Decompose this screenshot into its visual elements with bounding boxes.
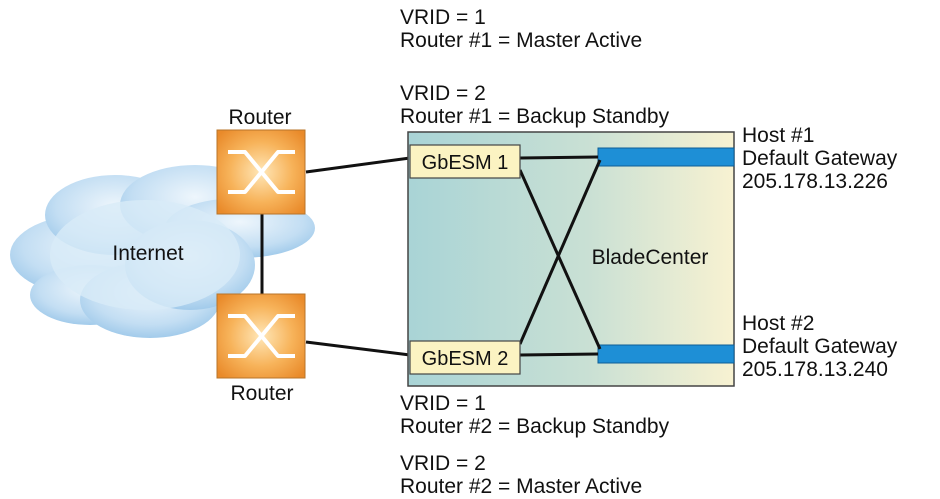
host2-gateway-label: Default Gateway — [742, 335, 898, 358]
gbesm-2: GbESM 2 — [409, 340, 521, 375]
router-2: Router — [216, 293, 306, 405]
router-cross-icon — [228, 150, 295, 194]
gbesm1-label: GbESM 1 — [422, 152, 509, 174]
host1-label: Host #1 Default Gateway 205.178.13.226 — [742, 124, 897, 193]
router-bottom-label: Router — [230, 382, 293, 405]
host2-bar — [597, 344, 735, 364]
host1-name: Host #1 — [742, 124, 815, 147]
router1-vrid1-note: VRID = 1 Router #1 = Master Active — [400, 6, 642, 52]
router2-gbesm2-link — [305, 340, 411, 357]
router1-vrid1-line1: VRID = 1 — [400, 6, 486, 29]
router1-vrid2-note: VRID = 2 Router #1 = Backup Standby — [400, 82, 669, 128]
host2-ip: 205.178.13.240 — [742, 358, 888, 381]
gbesm1-host1-link — [519, 155, 599, 160]
router2-vrid2-line1: VRID = 2 — [400, 452, 486, 475]
router2-vrid1-line2: Router #2 = Backup Standby — [400, 415, 670, 438]
internet-cloud: Internet — [10, 165, 315, 338]
router2-vrid2-line2: Router #2 = Master Active — [400, 475, 643, 498]
gbesm2-label: GbESM 2 — [422, 348, 509, 370]
router1-vrid2-line2: Router #1 = Backup Standby — [400, 105, 670, 128]
gbesm2-host1-link — [518, 159, 602, 345]
host2-label: Host #2 Default Gateway 205.178.13.240 — [742, 312, 897, 381]
router-cross-icon — [228, 314, 295, 358]
router-top-label: Router — [228, 106, 291, 129]
internet-label: Internet — [112, 242, 183, 265]
gbesm-1: GbESM 1 — [409, 144, 521, 179]
router1-gbesm1-link — [305, 156, 411, 174]
gbesm1-host2-link — [518, 169, 602, 350]
bladecenter-label: BladeCenter — [592, 246, 709, 269]
router2-vrid2-note: VRID = 2 Router #2 = Master Active — [400, 452, 642, 498]
host1-gateway-label: Default Gateway — [742, 147, 898, 170]
router1-vrid2-line1: VRID = 2 — [400, 82, 486, 105]
router2-vrid1-line1: VRID = 1 — [400, 392, 486, 415]
host2-name: Host #2 — [742, 312, 815, 335]
host1-ip: 205.178.13.226 — [742, 170, 888, 193]
router-1: Router — [216, 106, 306, 215]
router1-vrid1-line2: Router #1 = Master Active — [400, 29, 643, 52]
host1-bar — [597, 147, 735, 167]
gbesm2-host2-link — [519, 352, 599, 357]
router2-vrid1-note: VRID = 1 Router #2 = Backup Standby — [400, 392, 669, 438]
